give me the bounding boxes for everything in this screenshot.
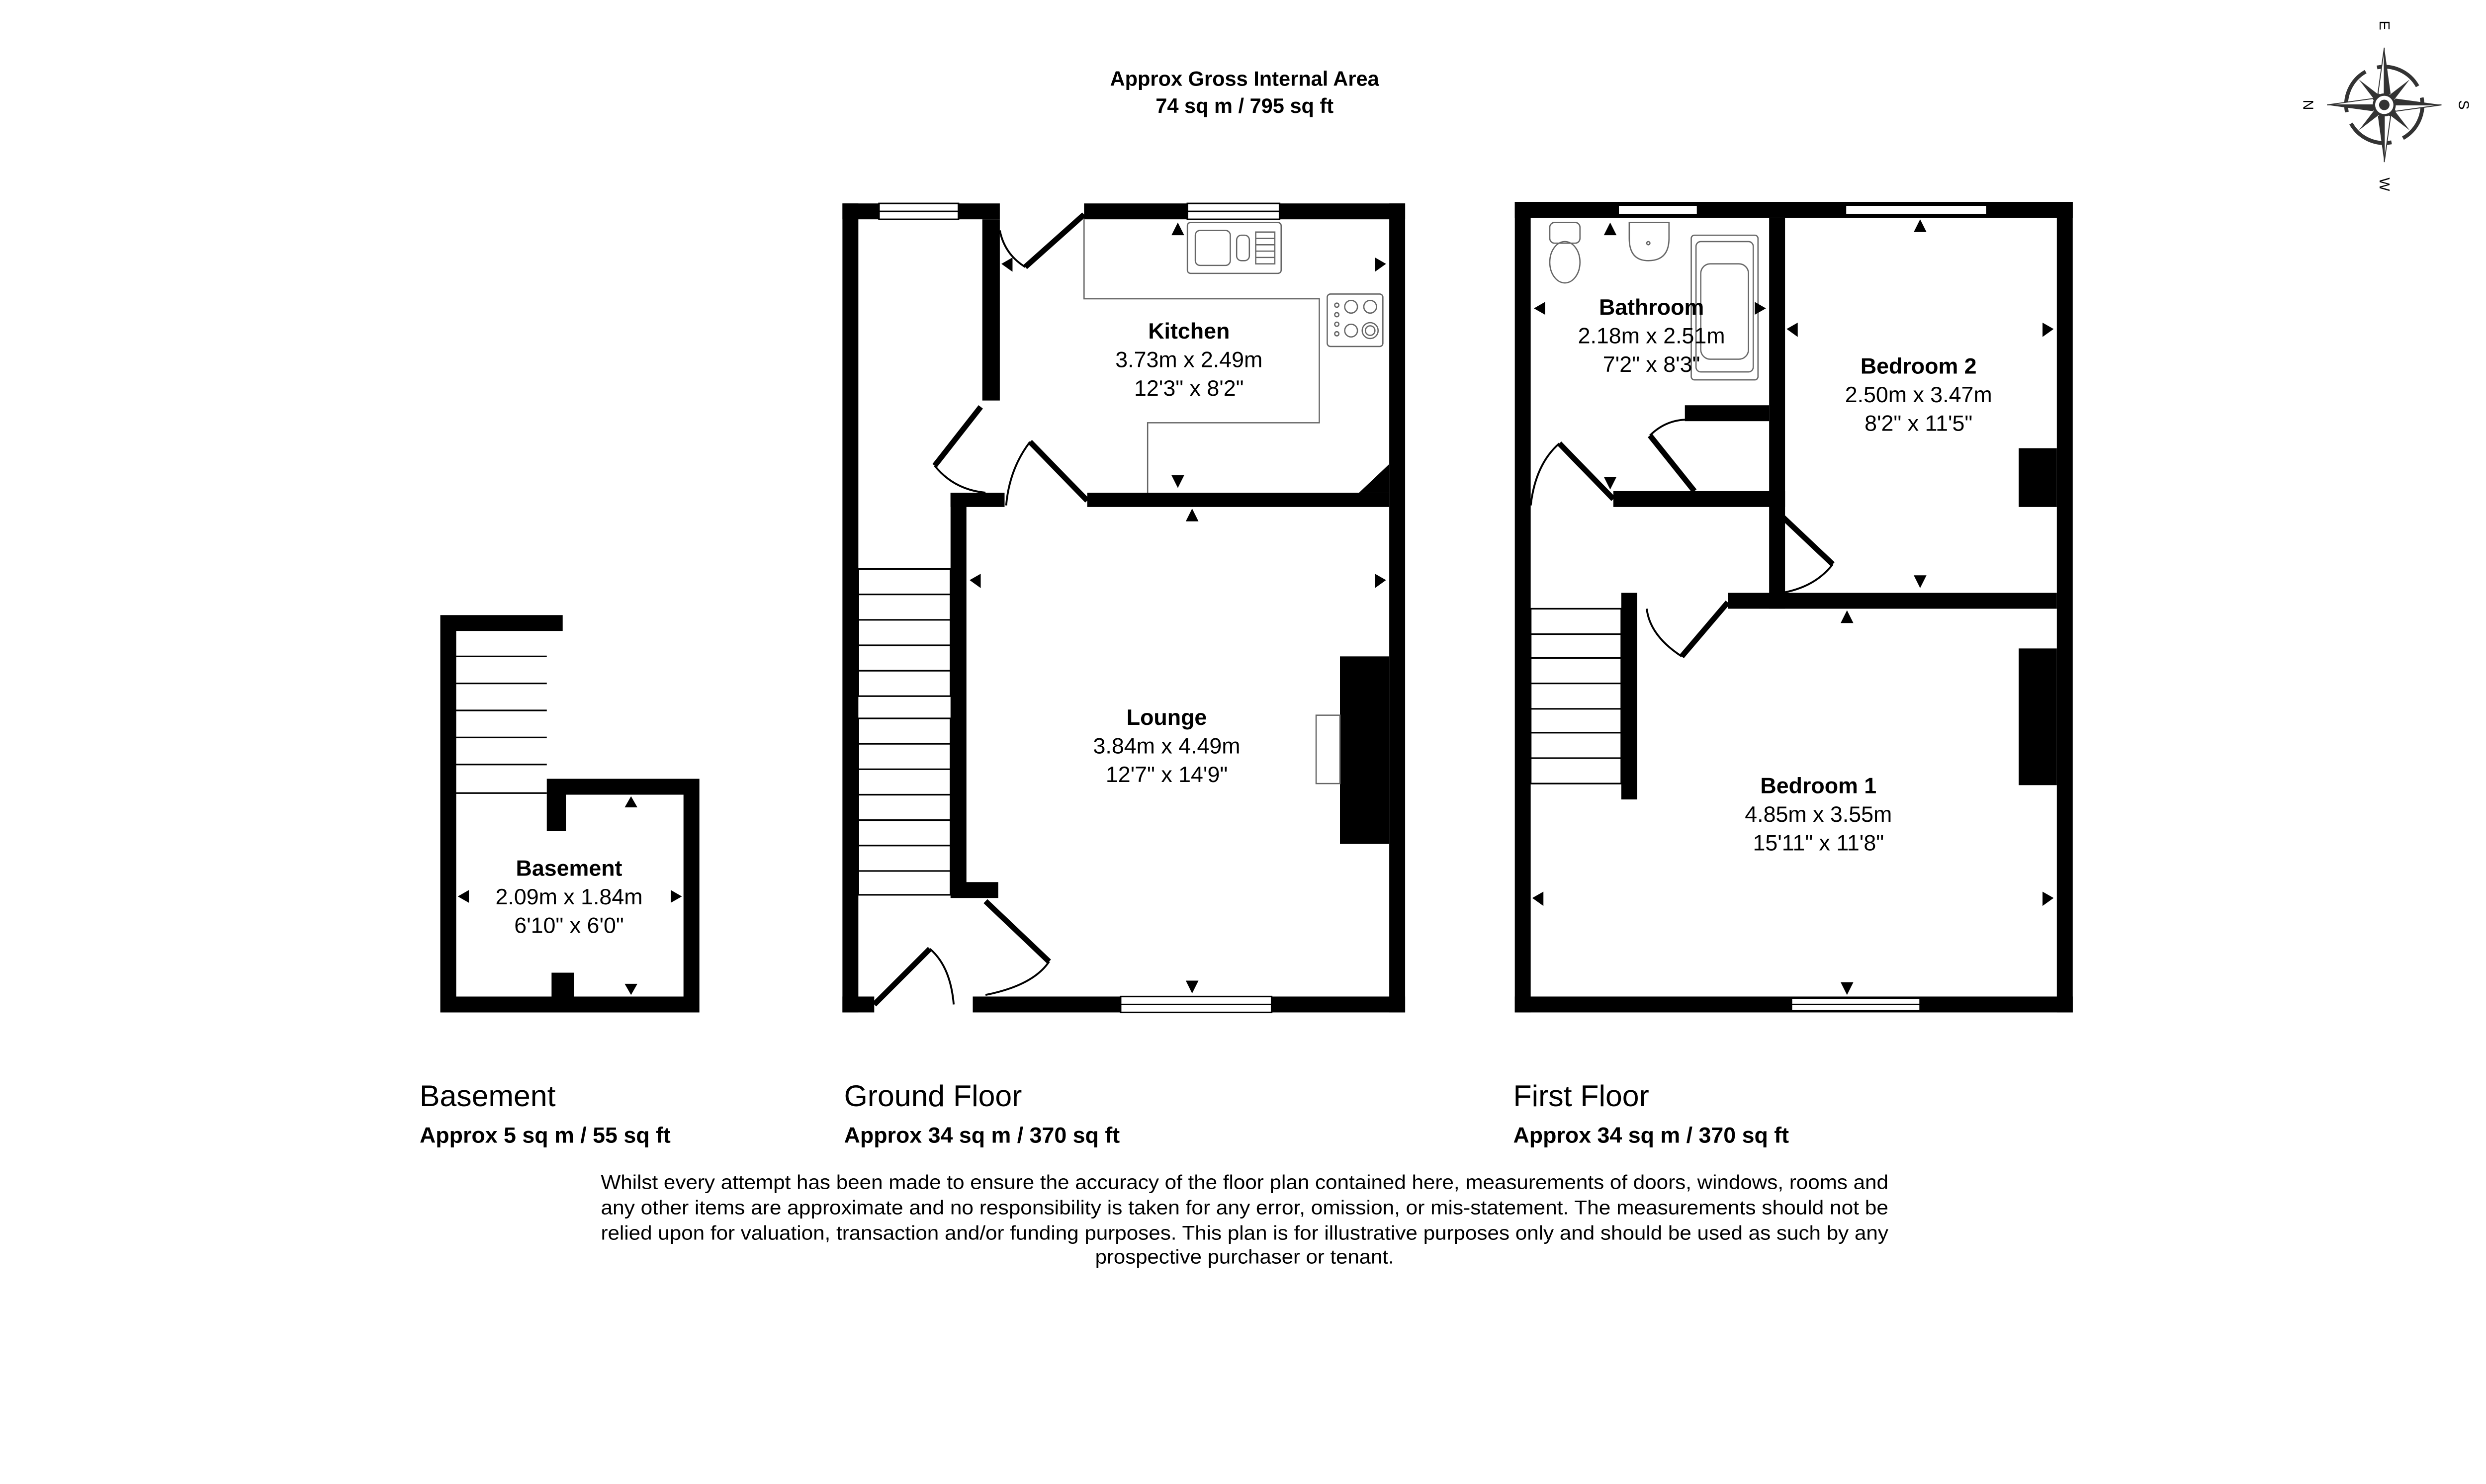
chimney-breast [2019, 648, 2057, 786]
dimension-arrow [1532, 891, 1544, 906]
svg-text:2.18m x 2.51m: 2.18m x 2.51m [1578, 324, 1725, 349]
compass-s: S [2456, 100, 2472, 109]
dimension-arrow [1755, 302, 1766, 315]
svg-text:15'11" x 11'8": 15'11" x 11'8" [1753, 830, 1884, 855]
door [932, 405, 986, 494]
dimension-arrow [1534, 302, 1545, 315]
svg-text:7'2" x 8'3": 7'2" x 8'3" [1603, 352, 1700, 377]
svg-text:Bathroom: Bathroom [1599, 295, 1704, 320]
svg-text:prospective purchaser or tenan: prospective purchaser or tenant. [1095, 1246, 1394, 1268]
window [878, 202, 960, 220]
chimney-breast [2019, 448, 2057, 507]
toilet-icon [1549, 222, 1581, 284]
door [983, 899, 1051, 996]
room-label-bathroom: Bathroom 2.18m x 2.51m 7'2" x 8'3" [1578, 295, 1725, 377]
door [1005, 439, 1089, 506]
svg-text:Bedroom 2: Bedroom 2 [1861, 353, 1977, 378]
door [1529, 441, 1615, 506]
dimension-arrow [1185, 980, 1199, 994]
svg-text:Kitchen: Kitchen [1148, 319, 1230, 344]
window [1617, 204, 1698, 216]
compass-rose-icon: N E S W [2300, 21, 2471, 192]
svg-text:8'2" x 11'5": 8'2" x 11'5" [1864, 411, 1972, 436]
window [1845, 204, 1988, 216]
door [1646, 601, 1730, 658]
hob-icon [1327, 293, 1384, 348]
stairs [857, 568, 952, 896]
stairs [456, 655, 547, 794]
svg-text:3.73m x 2.49m: 3.73m x 2.49m [1115, 347, 1262, 372]
svg-text:Lounge: Lounge [1127, 705, 1207, 730]
svg-text:Bedroom 1: Bedroom 1 [1760, 773, 1876, 798]
window [1186, 202, 1281, 220]
hearth [1315, 714, 1341, 785]
dimension-arrow [671, 890, 682, 903]
svg-text:12'7" x 14'9": 12'7" x 14'9" [1106, 762, 1228, 787]
door [1648, 419, 1697, 493]
first-floor-plan: Bathroom 2.18m x 2.51m 7'2" x 8'3" Bedro… [1514, 202, 2073, 1013]
floor-name-ground: Ground Floor [844, 1079, 1022, 1113]
dimension-arrow [1375, 574, 1386, 588]
door [1769, 508, 1835, 596]
svg-text:3.84m x 4.49m: 3.84m x 4.49m [1093, 733, 1241, 758]
dimension-arrow [1603, 477, 1617, 490]
dimension-arrow [457, 890, 469, 903]
svg-text:2.50m x 3.47m: 2.50m x 3.47m [1845, 382, 1992, 407]
front-door [872, 947, 955, 1007]
room-label-lounge: Lounge 3.84m x 4.49m 12'7" x 14'9" [1093, 705, 1241, 787]
dimension-arrow [1375, 257, 1386, 272]
ground-floor-plan: Kitchen 3.73m x 2.49m 12'3" x 8'2" Loung… [842, 202, 1406, 1014]
washbasin-icon [1628, 222, 1670, 262]
sink-icon [1186, 222, 1282, 274]
kitchen-counter [1083, 219, 1320, 493]
floor-area-basement: Approx 5 sq m / 55 sq ft [420, 1123, 671, 1148]
dimension-arrow [2042, 891, 2054, 906]
dimension-arrow [624, 983, 637, 995]
door [998, 212, 1086, 269]
room-label-kitchen: Kitchen 3.73m x 2.49m 12'3" x 8'2" [1115, 319, 1262, 401]
room-label-basement: Basement 2.09m x 1.84m 6'10" x 6'0" [496, 856, 643, 938]
dimension-arrow [1185, 509, 1199, 522]
floor-area-first: Approx 34 sq m / 370 sq ft [1513, 1123, 1789, 1148]
svg-text:relied upon for valuation, tra: relied upon for valuation, transaction a… [601, 1222, 1888, 1244]
room-label-bedroom-2: Bedroom 2 2.50m x 3.47m 8'2" x 11'5" [1845, 353, 1992, 436]
svg-text:12'3" x 8'2": 12'3" x 8'2" [1134, 376, 1244, 401]
room-label-bedroom-1: Bedroom 1 4.85m x 3.55m 15'11" x 11'8" [1745, 773, 1892, 855]
window [1790, 997, 1921, 1012]
dimension-arrow [970, 574, 981, 588]
disclaimer: Whilst every attempt has been made to en… [601, 1171, 1888, 1268]
compass-w: W [2376, 177, 2392, 191]
dimension-arrow [1001, 257, 1013, 272]
stairs [1530, 608, 1622, 785]
dimension-arrow [1914, 575, 1927, 588]
svg-text:2.09m x 1.84m: 2.09m x 1.84m [496, 884, 643, 909]
dimension-arrow [1786, 322, 1798, 337]
dimension-arrow [1603, 222, 1617, 236]
dimension-arrow [1841, 610, 1854, 623]
dimension-arrow [1841, 982, 1854, 995]
svg-text:Basement: Basement [516, 856, 622, 881]
svg-text:6'10" x 6'0": 6'10" x 6'0" [514, 913, 624, 938]
dimension-arrow [1171, 475, 1184, 488]
gross-area-title: Approx Gross Internal Area [1110, 67, 1380, 90]
window [1120, 995, 1273, 1014]
svg-text:4.85m x 3.55m: 4.85m x 3.55m [1745, 802, 1892, 827]
compass-e: E [2376, 21, 2392, 30]
dimension-arrow [1914, 219, 1927, 232]
svg-text:any other items are approximat: any other items are approximate and no r… [601, 1197, 1888, 1219]
floor-area-ground: Approx 34 sq m / 370 sq ft [844, 1123, 1120, 1148]
compass-n: N [2300, 100, 2315, 110]
floor-name-first: First Floor [1513, 1079, 1649, 1113]
floor-name-basement: Basement [420, 1079, 556, 1113]
basement-plan: Basement 2.09m x 1.84m 6'10" x 6'0" [440, 615, 700, 1013]
dimension-arrow [624, 796, 637, 808]
svg-text:Whilst every attempt has been: Whilst every attempt has been made to en… [601, 1171, 1888, 1193]
dimension-arrow [2042, 322, 2054, 337]
floor-plan: Approx Gross Internal Area 74 sq m / 795… [420, 21, 2472, 1268]
gross-area-value: 74 sq m / 795 sq ft [1155, 94, 1333, 117]
chimney-breast [1340, 656, 1390, 844]
dimension-arrow [1171, 222, 1184, 236]
